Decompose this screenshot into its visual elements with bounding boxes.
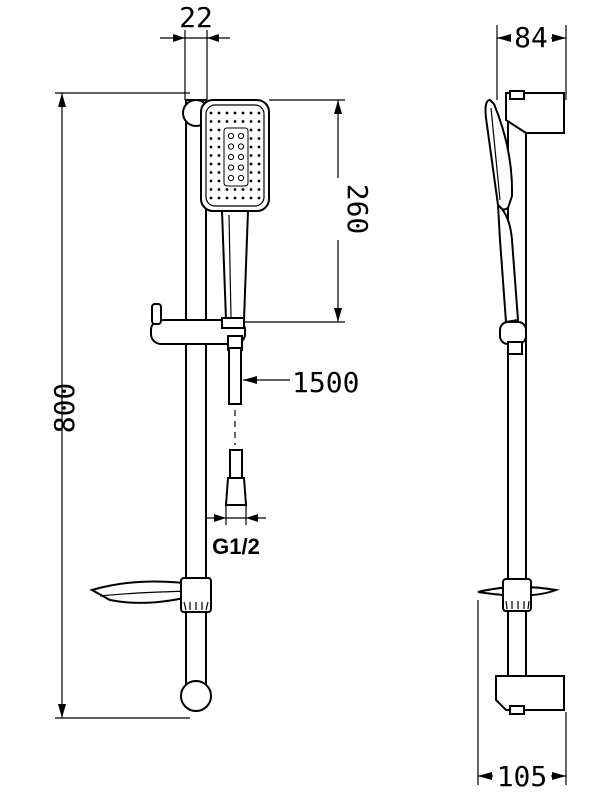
slider-holder	[150, 303, 246, 351]
large-nozzle	[237, 132, 245, 140]
nozzle-dot	[217, 145, 221, 149]
nozzle-dot	[249, 179, 253, 183]
hand-shower-head	[200, 99, 270, 321]
large-nozzle	[237, 143, 245, 150]
nozzle-dot	[257, 111, 261, 115]
nozzle-dot	[225, 196, 229, 200]
front-view: 22 800	[48, 1, 374, 719]
nozzle-dot	[241, 120, 245, 123]
nozzle-dot	[209, 128, 213, 132]
nozzle-panel	[223, 127, 249, 187]
dimension-thread: G1/2	[206, 505, 266, 559]
nozzle-dot	[257, 120, 261, 123]
nozzle-dot	[209, 137, 213, 140]
nozzle-dot	[217, 111, 221, 115]
nozzle-dot	[233, 196, 237, 200]
nozzle-dot	[241, 111, 245, 115]
nozzle-dot	[249, 120, 253, 123]
dimension-soap-dish-depth: 105	[477, 600, 567, 793]
nozzle-dot	[209, 188, 213, 191]
dimension-hose-length: 1500	[243, 366, 359, 399]
nozzle-dot	[209, 196, 213, 200]
nozzle-dot	[257, 137, 261, 140]
hose	[224, 347, 248, 506]
nozzle-dot	[209, 179, 213, 183]
large-nozzle	[227, 174, 235, 182]
dimension-head-height: 260	[244, 99, 374, 323]
nozzle-dot	[217, 128, 221, 132]
nozzle-dot	[249, 171, 253, 174]
nozzle-dot	[249, 128, 253, 132]
large-nozzle	[227, 132, 235, 140]
nozzle-dot	[209, 120, 213, 123]
side-view: 84 105	[477, 21, 567, 793]
large-nozzle	[237, 153, 245, 161]
nozzle-dot	[233, 111, 237, 115]
nozzle-dot	[209, 154, 213, 157]
nozzle-dot	[209, 162, 213, 166]
nozzle-dot	[209, 111, 213, 115]
nozzle-dot	[257, 179, 261, 183]
nozzle-dot	[225, 111, 229, 115]
nozzle-dot	[217, 137, 221, 140]
large-nozzle	[227, 143, 235, 150]
nozzle-dot	[249, 162, 253, 166]
nozzle-dot	[209, 145, 213, 149]
nozzle-dot	[217, 171, 221, 174]
nozzle-dot	[257, 162, 261, 166]
nozzle-dot	[257, 171, 261, 174]
dimension-overall-height-label: 800	[48, 383, 81, 434]
large-nozzle	[237, 164, 245, 171]
dimension-soap-dish-depth-label: 105	[497, 760, 548, 793]
dimension-overall-height: 800	[48, 92, 190, 719]
nozzle-dot	[217, 162, 221, 166]
soap-dish	[89, 577, 212, 613]
nozzle-dot	[249, 196, 253, 200]
nozzle-pattern	[209, 111, 261, 200]
nozzle-dot	[217, 179, 221, 183]
nozzle-dot	[249, 137, 253, 140]
nozzle-dot	[217, 154, 221, 157]
nozzle-dot	[225, 188, 229, 191]
nozzle-dot	[257, 154, 261, 157]
dimension-rail-width: 22	[160, 1, 230, 100]
dimension-head-height-label: 260	[341, 184, 374, 235]
nozzle-dot	[249, 111, 253, 115]
nozzle-dot	[257, 145, 261, 149]
nozzle-dot	[257, 128, 261, 132]
nozzle-dot	[257, 188, 261, 191]
large-nozzle	[227, 153, 235, 161]
large-nozzle	[227, 164, 235, 171]
nozzle-dot	[249, 154, 253, 157]
nozzle-dot	[209, 171, 213, 174]
dimension-rail-width-label: 22	[179, 1, 213, 34]
nozzle-dot	[249, 188, 253, 191]
nozzle-dot	[241, 196, 245, 200]
nozzle-dot	[217, 196, 221, 200]
dimension-head-depth-label: 84	[514, 21, 548, 54]
dimension-thread-label: G1/2	[212, 534, 260, 559]
nozzle-dot	[225, 120, 229, 123]
large-nozzle	[237, 174, 245, 182]
nozzle-dot	[217, 120, 221, 123]
dimension-head-depth: 84	[496, 21, 567, 100]
nozzle-dot	[249, 145, 253, 149]
nozzle-dot	[233, 188, 237, 191]
nozzle-dot	[233, 120, 237, 123]
nozzle-dot	[217, 188, 221, 191]
dimension-hose-length-label: 1500	[292, 366, 359, 399]
nozzle-dot	[241, 188, 245, 191]
nozzle-dot	[257, 196, 261, 200]
